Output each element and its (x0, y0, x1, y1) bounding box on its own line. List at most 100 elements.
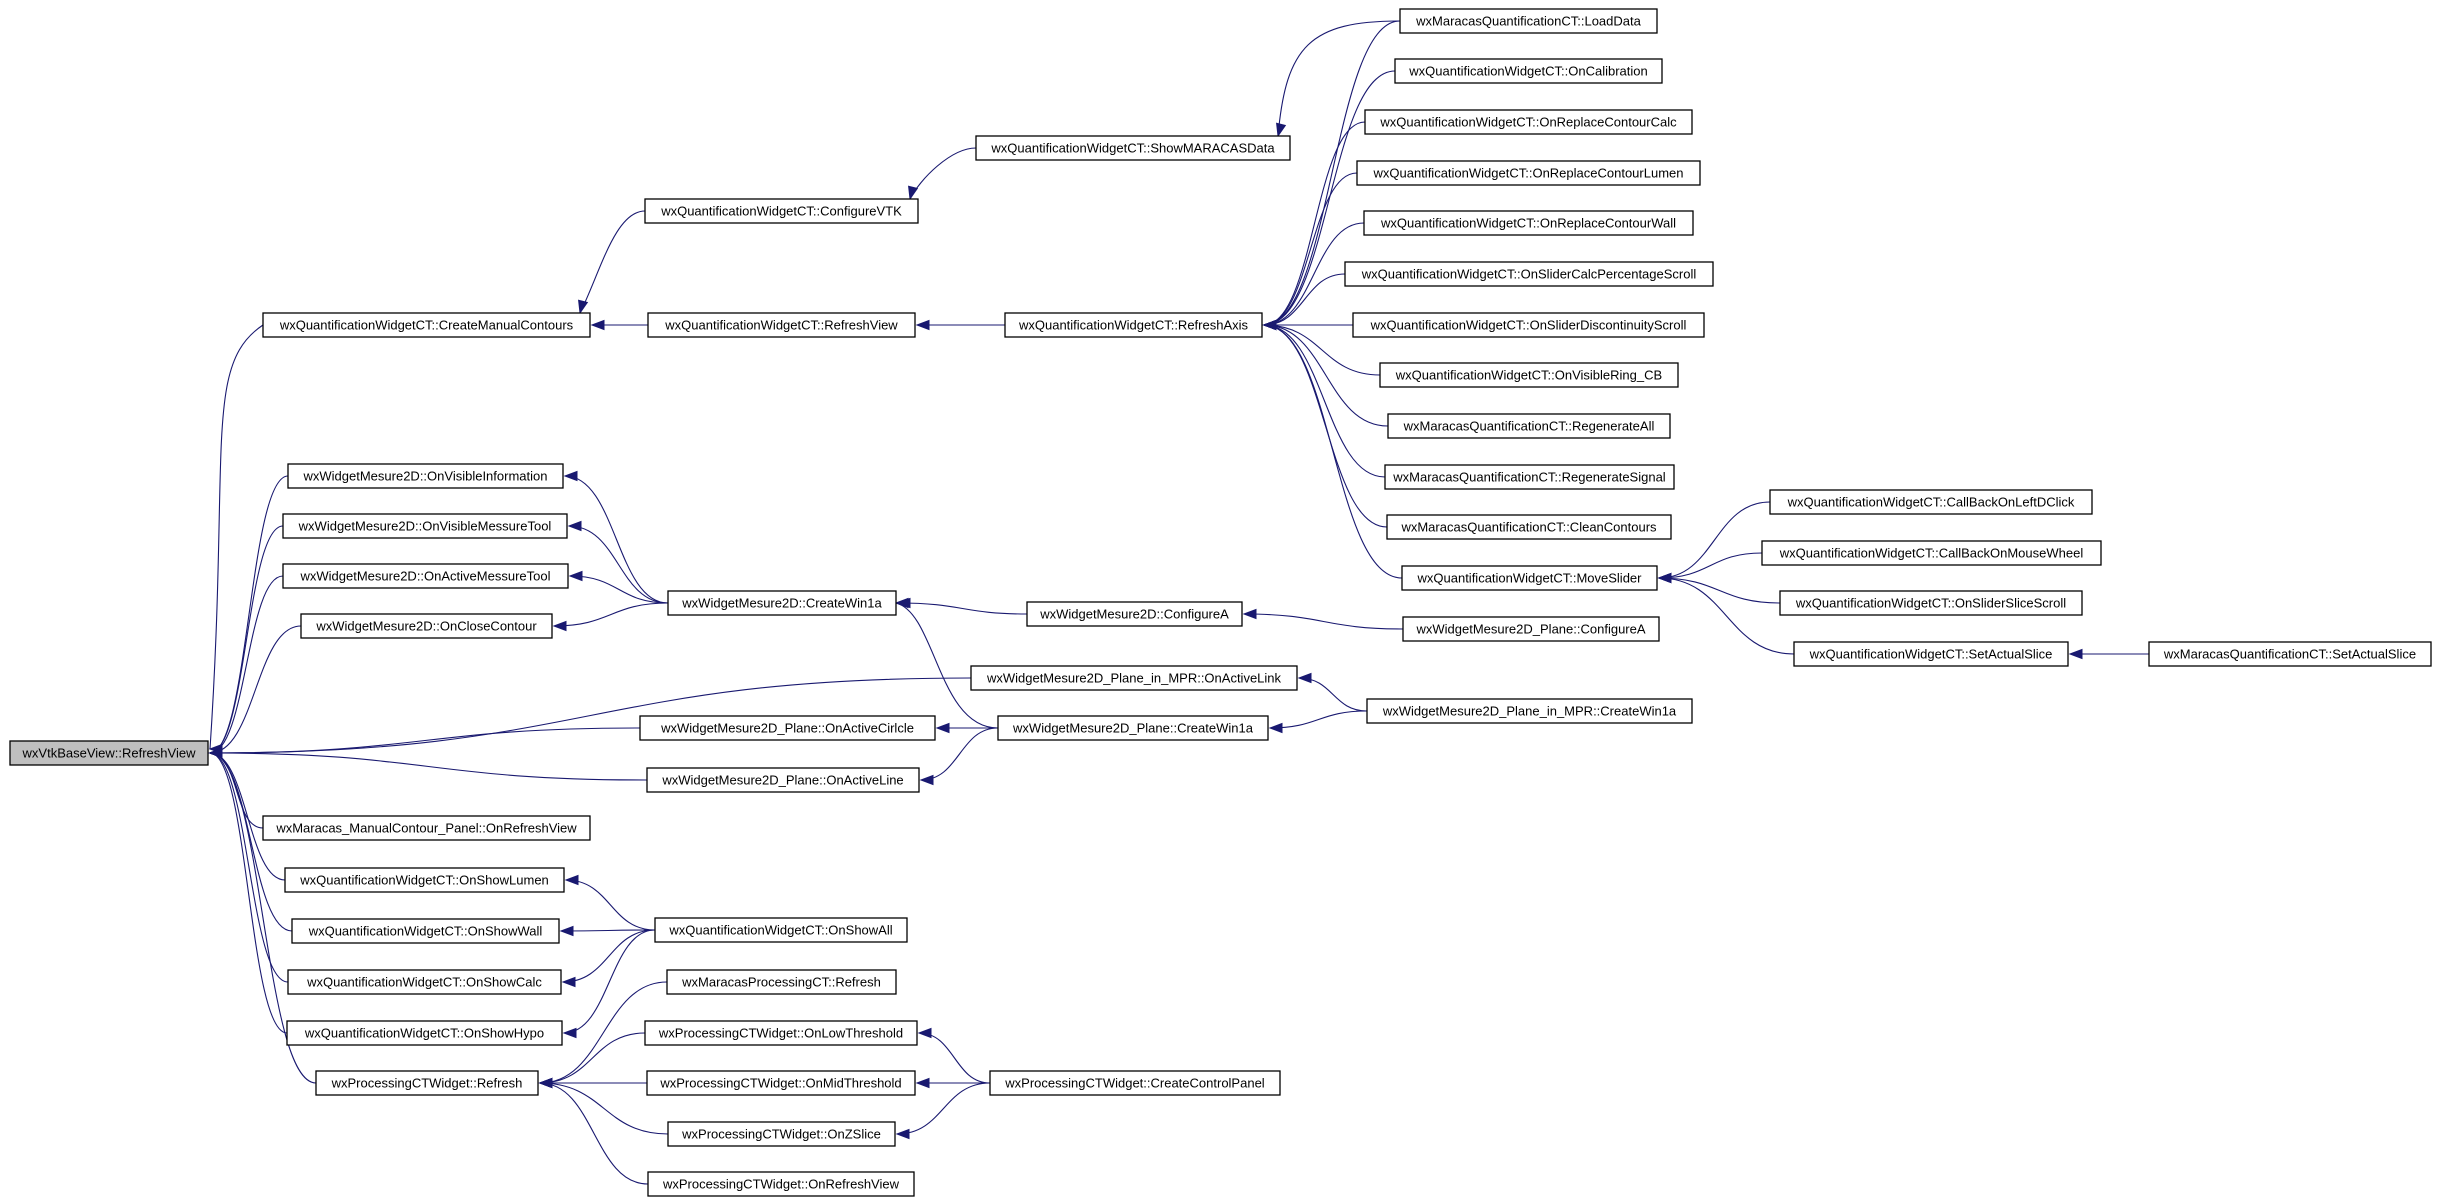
arrowhead (538, 1077, 553, 1089)
node-label: wxQuantificationWidgetCT::OnShowHypo (304, 1026, 544, 1041)
arrowhead (1262, 319, 1277, 331)
node-box (315, 1070, 539, 1096)
edges-layer (208, 20, 2149, 1185)
edge-line (209, 752, 648, 781)
node-label: wxMaracasQuantificationCT::RegenerateSig… (1392, 470, 1666, 485)
node-onShowCalc[interactable]: wxQuantificationWidgetCT::OnShowCalc (287, 969, 562, 995)
node-planeOnActiveLine[interactable]: wxWidgetMesure2D_Plane::OnActiveLine (646, 767, 920, 793)
node-cbLeftDClick[interactable]: wxQuantificationWidgetCT::CallBackOnLeft… (1769, 489, 2093, 515)
node-cleanContours[interactable]: wxMaracasQuantificationCT::CleanContours (1386, 514, 1672, 540)
node-planeOnActiveCircle[interactable]: wxWidgetMesure2D_Plane::OnActiveCirlcle (639, 715, 936, 741)
node-loadData[interactable]: wxMaracasQuantificationCT::LoadData (1399, 8, 1658, 34)
node-onZSlice[interactable]: wxProcessingCTWidget::OnZSlice (667, 1121, 896, 1147)
node-onShowAll[interactable]: wxQuantificationWidgetCT::OnShowAll (654, 917, 908, 943)
node-regenAll[interactable]: wxMaracasQuantificationCT::RegenerateAll (1387, 413, 1671, 439)
node-regenSignal[interactable]: wxMaracasQuantificationCT::RegenerateSig… (1384, 464, 1675, 490)
node-mprOnActiveLink[interactable]: wxWidgetMesure2D_Plane_in_MPR::OnActiveL… (970, 665, 1298, 691)
edge-line (1263, 20, 1401, 326)
node-createWin1a[interactable]: wxWidgetMesure2D::CreateWin1a (667, 590, 897, 616)
node-label: wxWidgetMesure2D_Plane_in_MPR::OnActiveL… (986, 671, 1282, 686)
node-box (282, 513, 568, 539)
node-onReplaceCalc[interactable]: wxQuantificationWidgetCT::OnReplaceConto… (1364, 109, 1693, 135)
node-label: wxWidgetMesure2D_Plane::CreateWin1a (1012, 721, 1254, 736)
edge-line (209, 677, 972, 754)
node-box (639, 715, 936, 741)
node-refreshViewQ[interactable]: wxQuantificationWidgetCT::RefreshView (647, 312, 916, 338)
node-box (1004, 312, 1263, 338)
node-box (1769, 489, 2093, 515)
arrowhead (1657, 572, 1672, 584)
node-label: wxProcessingCTWidget::CreateControlPanel (1004, 1076, 1264, 1091)
node-manualContourRefresh[interactable]: wxMaracas_ManualContour_Panel::OnRefresh… (262, 815, 591, 841)
node-box (300, 613, 553, 639)
node-refreshAxis[interactable]: wxQuantificationWidgetCT::RefreshAxis (1004, 312, 1263, 338)
edge-line (565, 879, 656, 931)
node-onSliderCalcPct[interactable]: wxQuantificationWidgetCT::OnSliderCalcPe… (1344, 261, 1714, 287)
node-onReplaceWall[interactable]: wxQuantificationWidgetCT::OnReplaceConto… (1363, 210, 1694, 236)
node-label: wxQuantificationWidgetCT::ShowMARACASDat… (990, 141, 1275, 156)
node-setActualSliceM[interactable]: wxMaracasQuantificationCT::SetActualSlic… (2148, 641, 2432, 667)
node-createManualContours[interactable]: wxQuantificationWidgetCT::CreateManualCo… (262, 312, 591, 338)
edge-line (209, 525, 284, 754)
node-box (1394, 58, 1663, 84)
edge-line (1263, 222, 1365, 326)
node-label: wxQuantificationWidgetCT::OnVisibleRing_… (1395, 368, 1662, 383)
edge-line (1263, 172, 1358, 326)
arrowhead (563, 470, 578, 482)
edge-planeOnActiveLine-to-root (208, 747, 648, 781)
node-label: wxMaracasQuantificationCT::RegenerateAll (1403, 419, 1655, 434)
node-cbMouseWheel[interactable]: wxQuantificationWidgetCT::CallBackOnMous… (1761, 540, 2102, 566)
node-onShowWall[interactable]: wxQuantificationWidgetCT::OnShowWall (291, 918, 560, 944)
node-box (667, 590, 897, 616)
node-box (970, 665, 1298, 691)
node-box (1356, 160, 1701, 186)
node-label: wxWidgetMesure2D_Plane_in_MPR::CreateWin… (1382, 704, 1677, 719)
edge-line (1263, 324, 1403, 579)
node-onReplaceLumen[interactable]: wxQuantificationWidgetCT::OnReplaceConto… (1356, 160, 1701, 186)
node-onVisibleRing[interactable]: wxQuantificationWidgetCT::OnVisibleRing_… (1379, 362, 1679, 388)
node-createControlPanel[interactable]: wxProcessingCTWidget::CreateControlPanel (989, 1070, 1281, 1096)
node-root[interactable]: wxVtkBaseView::RefreshView (9, 740, 209, 766)
edge-line (1298, 677, 1368, 712)
arrowhead (1276, 122, 1287, 138)
node-onMidThreshold[interactable]: wxProcessingCTWidget::OnMidThreshold (646, 1070, 916, 1096)
node-onCalibration[interactable]: wxQuantificationWidgetCT::OnCalibration (1394, 58, 1663, 84)
node-procRefresh[interactable]: wxProcessingCTWidget::Refresh (315, 1070, 539, 1096)
node-planeConfigureA[interactable]: wxWidgetMesure2D_Plane::ConfigureA (1402, 616, 1660, 642)
edge-mprCreateWin1a-to-planeCreateWin1a (1268, 710, 1368, 734)
node-label: wxWidgetMesure2D_Plane::ConfigureA (1415, 622, 1645, 637)
edge-createWin1a-to-onVisibleInfo (563, 470, 669, 604)
node-label: wxWidgetMesure2D::CreateWin1a (681, 596, 882, 611)
node-onSliderDisc[interactable]: wxQuantificationWidgetCT::OnSliderDiscon… (1352, 312, 1705, 338)
node-moveSlider[interactable]: wxQuantificationWidgetCT::MoveSlider (1401, 565, 1658, 591)
node-procOnRefreshView[interactable]: wxProcessingCTWidget::OnRefreshView (647, 1171, 915, 1197)
edge-line (1263, 324, 1386, 478)
node-showMARACAS[interactable]: wxQuantificationWidgetCT::ShowMARACASDat… (975, 135, 1291, 161)
edge-line (1263, 70, 1396, 326)
node-onSliderSlice[interactable]: wxQuantificationWidgetCT::OnSliderSliceS… (1779, 590, 2083, 616)
node-onShowHypo[interactable]: wxQuantificationWidgetCT::OnShowHypo (286, 1020, 563, 1046)
node-box (291, 918, 560, 944)
node-onCloseContour[interactable]: wxWidgetMesure2D::OnCloseContour (300, 613, 553, 639)
edge-line (1269, 710, 1368, 729)
edge-line (562, 929, 656, 983)
edge-line (209, 752, 293, 932)
edge-createControlPanel-to-onMidThreshold (915, 1077, 991, 1089)
edge-showMARACAS-to-configureVTK (908, 147, 977, 201)
edge-line (209, 575, 284, 754)
node-onVisibleInfo[interactable]: wxWidgetMesure2D::OnVisibleInformation (287, 463, 564, 489)
node-configureVTK[interactable]: wxQuantificationWidgetCT::ConfigureVTK (644, 198, 919, 224)
arrowhead (559, 925, 574, 937)
node-onActiveMesTool[interactable]: wxWidgetMesure2D::OnActiveMessureTool (282, 563, 569, 589)
edge-onShowAll-to-onShowWall (559, 925, 656, 937)
node-setActualSliceQ[interactable]: wxQuantificationWidgetCT::SetActualSlice (1793, 641, 2069, 667)
node-planeCreateWin1a[interactable]: wxWidgetMesure2D_Plane::CreateWin1a (997, 715, 1269, 741)
node-box (284, 867, 565, 893)
node-box (1401, 565, 1658, 591)
node-onVisibleMesTool[interactable]: wxWidgetMesure2D::OnVisibleMessureTool (282, 513, 568, 539)
node-onLowThreshold[interactable]: wxProcessingCTWidget::OnLowThreshold (644, 1020, 918, 1046)
node-onShowLumen[interactable]: wxQuantificationWidgetCT::OnShowLumen (284, 867, 565, 893)
node-maracasProcRefresh[interactable]: wxMaracasProcessingCT::Refresh (666, 969, 897, 995)
node-configureA[interactable]: wxWidgetMesure2D::ConfigureA (1026, 601, 1243, 627)
node-mprCreateWin1a[interactable]: wxWidgetMesure2D_Plane_in_MPR::CreateWin… (1366, 698, 1693, 724)
